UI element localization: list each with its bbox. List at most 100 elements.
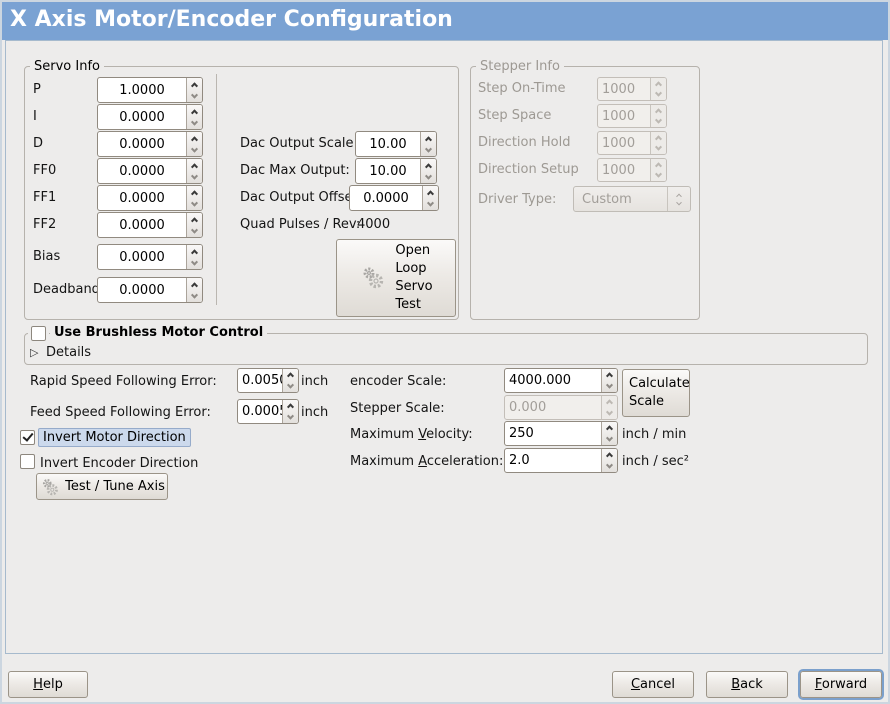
rapid-spin-buttons[interactable]	[282, 369, 298, 392]
back-button[interactable]: Back	[706, 671, 788, 698]
spin-up-icon[interactable]	[283, 400, 298, 412]
p-spinbox[interactable]: 1.0000	[97, 77, 203, 103]
details-expander-label[interactable]: Details	[46, 345, 92, 360]
spin-up-icon[interactable]	[187, 105, 202, 117]
ff2-spin-buttons[interactable]	[186, 213, 202, 237]
direction-hold-label: Direction Hold	[478, 135, 571, 150]
forward-button-label: Forward	[814, 677, 868, 692]
spin-up-icon[interactable]	[421, 132, 436, 144]
i-spinbox[interactable]: 0.0000	[97, 104, 203, 130]
spin-up-icon[interactable]	[187, 78, 202, 90]
velocity-spin-buttons[interactable]	[601, 422, 617, 445]
p-label: P	[33, 82, 41, 97]
expander-triangle-icon[interactable]: ▷	[30, 346, 39, 359]
feed-following-error-value: 0.0005	[242, 404, 282, 419]
deadband-spinbox[interactable]: 0.0000	[97, 277, 203, 303]
spin-up-icon[interactable]	[187, 213, 202, 225]
maximum-velocity-label: Maximum Velocity:	[350, 427, 473, 442]
spin-down-icon[interactable]	[187, 198, 202, 210]
cancel-button[interactable]: Cancel	[612, 671, 694, 698]
dac-max-spin-buttons[interactable]	[420, 159, 436, 183]
help-button[interactable]: Help	[8, 671, 88, 698]
invert-encoder-direction-label[interactable]: Invert Encoder Direction	[40, 456, 199, 471]
maximum-velocity-spinbox[interactable]: 250	[504, 421, 618, 446]
i-spin-buttons[interactable]	[186, 105, 202, 129]
rapid-following-error-spinbox[interactable]: 0.0050	[237, 368, 299, 393]
feed-spin-buttons[interactable]	[282, 400, 298, 423]
spin-up-icon[interactable]	[187, 186, 202, 198]
spin-up-icon[interactable]	[602, 422, 617, 434]
direction-hold-value: 1000	[602, 135, 636, 151]
maximum-acceleration-spinbox[interactable]: 2.0	[504, 448, 618, 473]
dac-output-offset-value: 0.0000	[363, 190, 409, 206]
maximum-velocity-unit: inch / min	[622, 427, 687, 442]
spin-down-icon[interactable]	[421, 144, 436, 156]
dac-output-offset-spinbox[interactable]: 0.0000	[349, 185, 439, 211]
bias-spinbox[interactable]: 0.0000	[97, 244, 203, 270]
spin-down-icon[interactable]	[187, 257, 202, 269]
ff1-spin-buttons[interactable]	[186, 186, 202, 210]
acceleration-spin-buttons[interactable]	[601, 449, 617, 472]
dac-output-scale-label: Dac Output Scale:	[240, 136, 358, 151]
bias-spin-buttons[interactable]	[186, 245, 202, 269]
spin-up-icon[interactable]	[187, 245, 202, 257]
spin-down-icon	[651, 89, 666, 100]
feed-following-error-spinbox[interactable]: 0.0005	[237, 399, 299, 424]
deadband-spin-buttons[interactable]	[186, 278, 202, 302]
spin-down-icon[interactable]	[283, 412, 298, 424]
dac-max-output-label: Dac Max Output:	[240, 163, 350, 178]
ff1-spinbox[interactable]: 0.0000	[97, 185, 203, 211]
stepper-scale-value: 0.000	[509, 400, 547, 415]
calculate-scale-button[interactable]: Calculate Scale	[622, 369, 690, 417]
spin-up-icon[interactable]	[602, 369, 617, 381]
ff2-label: FF2	[33, 217, 57, 232]
feed-following-error-label: Feed Speed Following Error:	[30, 405, 211, 420]
spin-down-icon[interactable]	[187, 225, 202, 237]
use-brushless-checkbox[interactable]	[28, 323, 49, 344]
dac-max-output-spinbox[interactable]: 10.00	[355, 158, 437, 184]
spin-up-icon[interactable]	[187, 278, 202, 290]
step-on-time-spinbox: 1000	[597, 77, 667, 101]
spin-down-icon[interactable]	[187, 171, 202, 183]
spin-down-icon[interactable]	[187, 144, 202, 156]
spin-up-icon[interactable]	[187, 159, 202, 171]
invert-motor-direction-label[interactable]: Invert Motor Direction	[38, 428, 191, 447]
spin-up-icon[interactable]	[187, 132, 202, 144]
direction-setup-value: 1000	[602, 162, 636, 178]
spin-down-icon[interactable]	[602, 434, 617, 446]
dac-output-scale-spinbox[interactable]: 10.00	[355, 131, 437, 157]
spin-down-icon[interactable]	[187, 117, 202, 129]
spin-down-icon[interactable]	[602, 381, 617, 393]
spin-up-icon[interactable]	[423, 186, 438, 198]
p-spin-buttons[interactable]	[186, 78, 202, 102]
step-space-value: 1000	[602, 108, 636, 124]
forward-button[interactable]: Forward	[800, 671, 882, 698]
invert-motor-direction-checkbox[interactable]	[20, 430, 35, 445]
d-spinbox[interactable]: 0.0000	[97, 131, 203, 157]
invert-encoder-direction-checkbox[interactable]	[20, 454, 35, 469]
d-spin-buttons[interactable]	[186, 132, 202, 156]
spin-down-icon[interactable]	[187, 290, 202, 302]
dac-offset-spin-buttons[interactable]	[422, 186, 438, 210]
spin-down-icon[interactable]	[187, 90, 202, 102]
ff0-spinbox[interactable]: 0.0000	[97, 158, 203, 184]
ff0-spin-buttons[interactable]	[186, 159, 202, 183]
open-loop-servo-test-button[interactable]: Open Loop Servo Test	[336, 239, 456, 317]
dac-scale-spin-buttons[interactable]	[420, 132, 436, 156]
spin-up-icon[interactable]	[421, 159, 436, 171]
spin-down-icon[interactable]	[602, 461, 617, 473]
spin-up-icon	[651, 132, 666, 143]
spin-up-icon[interactable]	[283, 369, 298, 381]
spin-down-icon[interactable]	[283, 381, 298, 393]
encoder-scale-spinbox[interactable]: 4000.000	[504, 368, 618, 393]
spin-down-icon[interactable]	[423, 198, 438, 210]
ff2-spinbox[interactable]: 0.0000	[97, 212, 203, 238]
dac-max-output-value: 10.00	[369, 163, 407, 179]
encoder-scale-spin-buttons[interactable]	[601, 369, 617, 392]
stepper-scale-label: Stepper Scale:	[350, 401, 445, 416]
encoder-scale-value: 4000.000	[509, 373, 572, 388]
deadband-value: 0.0000	[119, 282, 165, 298]
spin-down-icon[interactable]	[421, 171, 436, 183]
test-tune-axis-button[interactable]: Test / Tune Axis	[36, 473, 168, 500]
spin-up-icon[interactable]	[602, 449, 617, 461]
